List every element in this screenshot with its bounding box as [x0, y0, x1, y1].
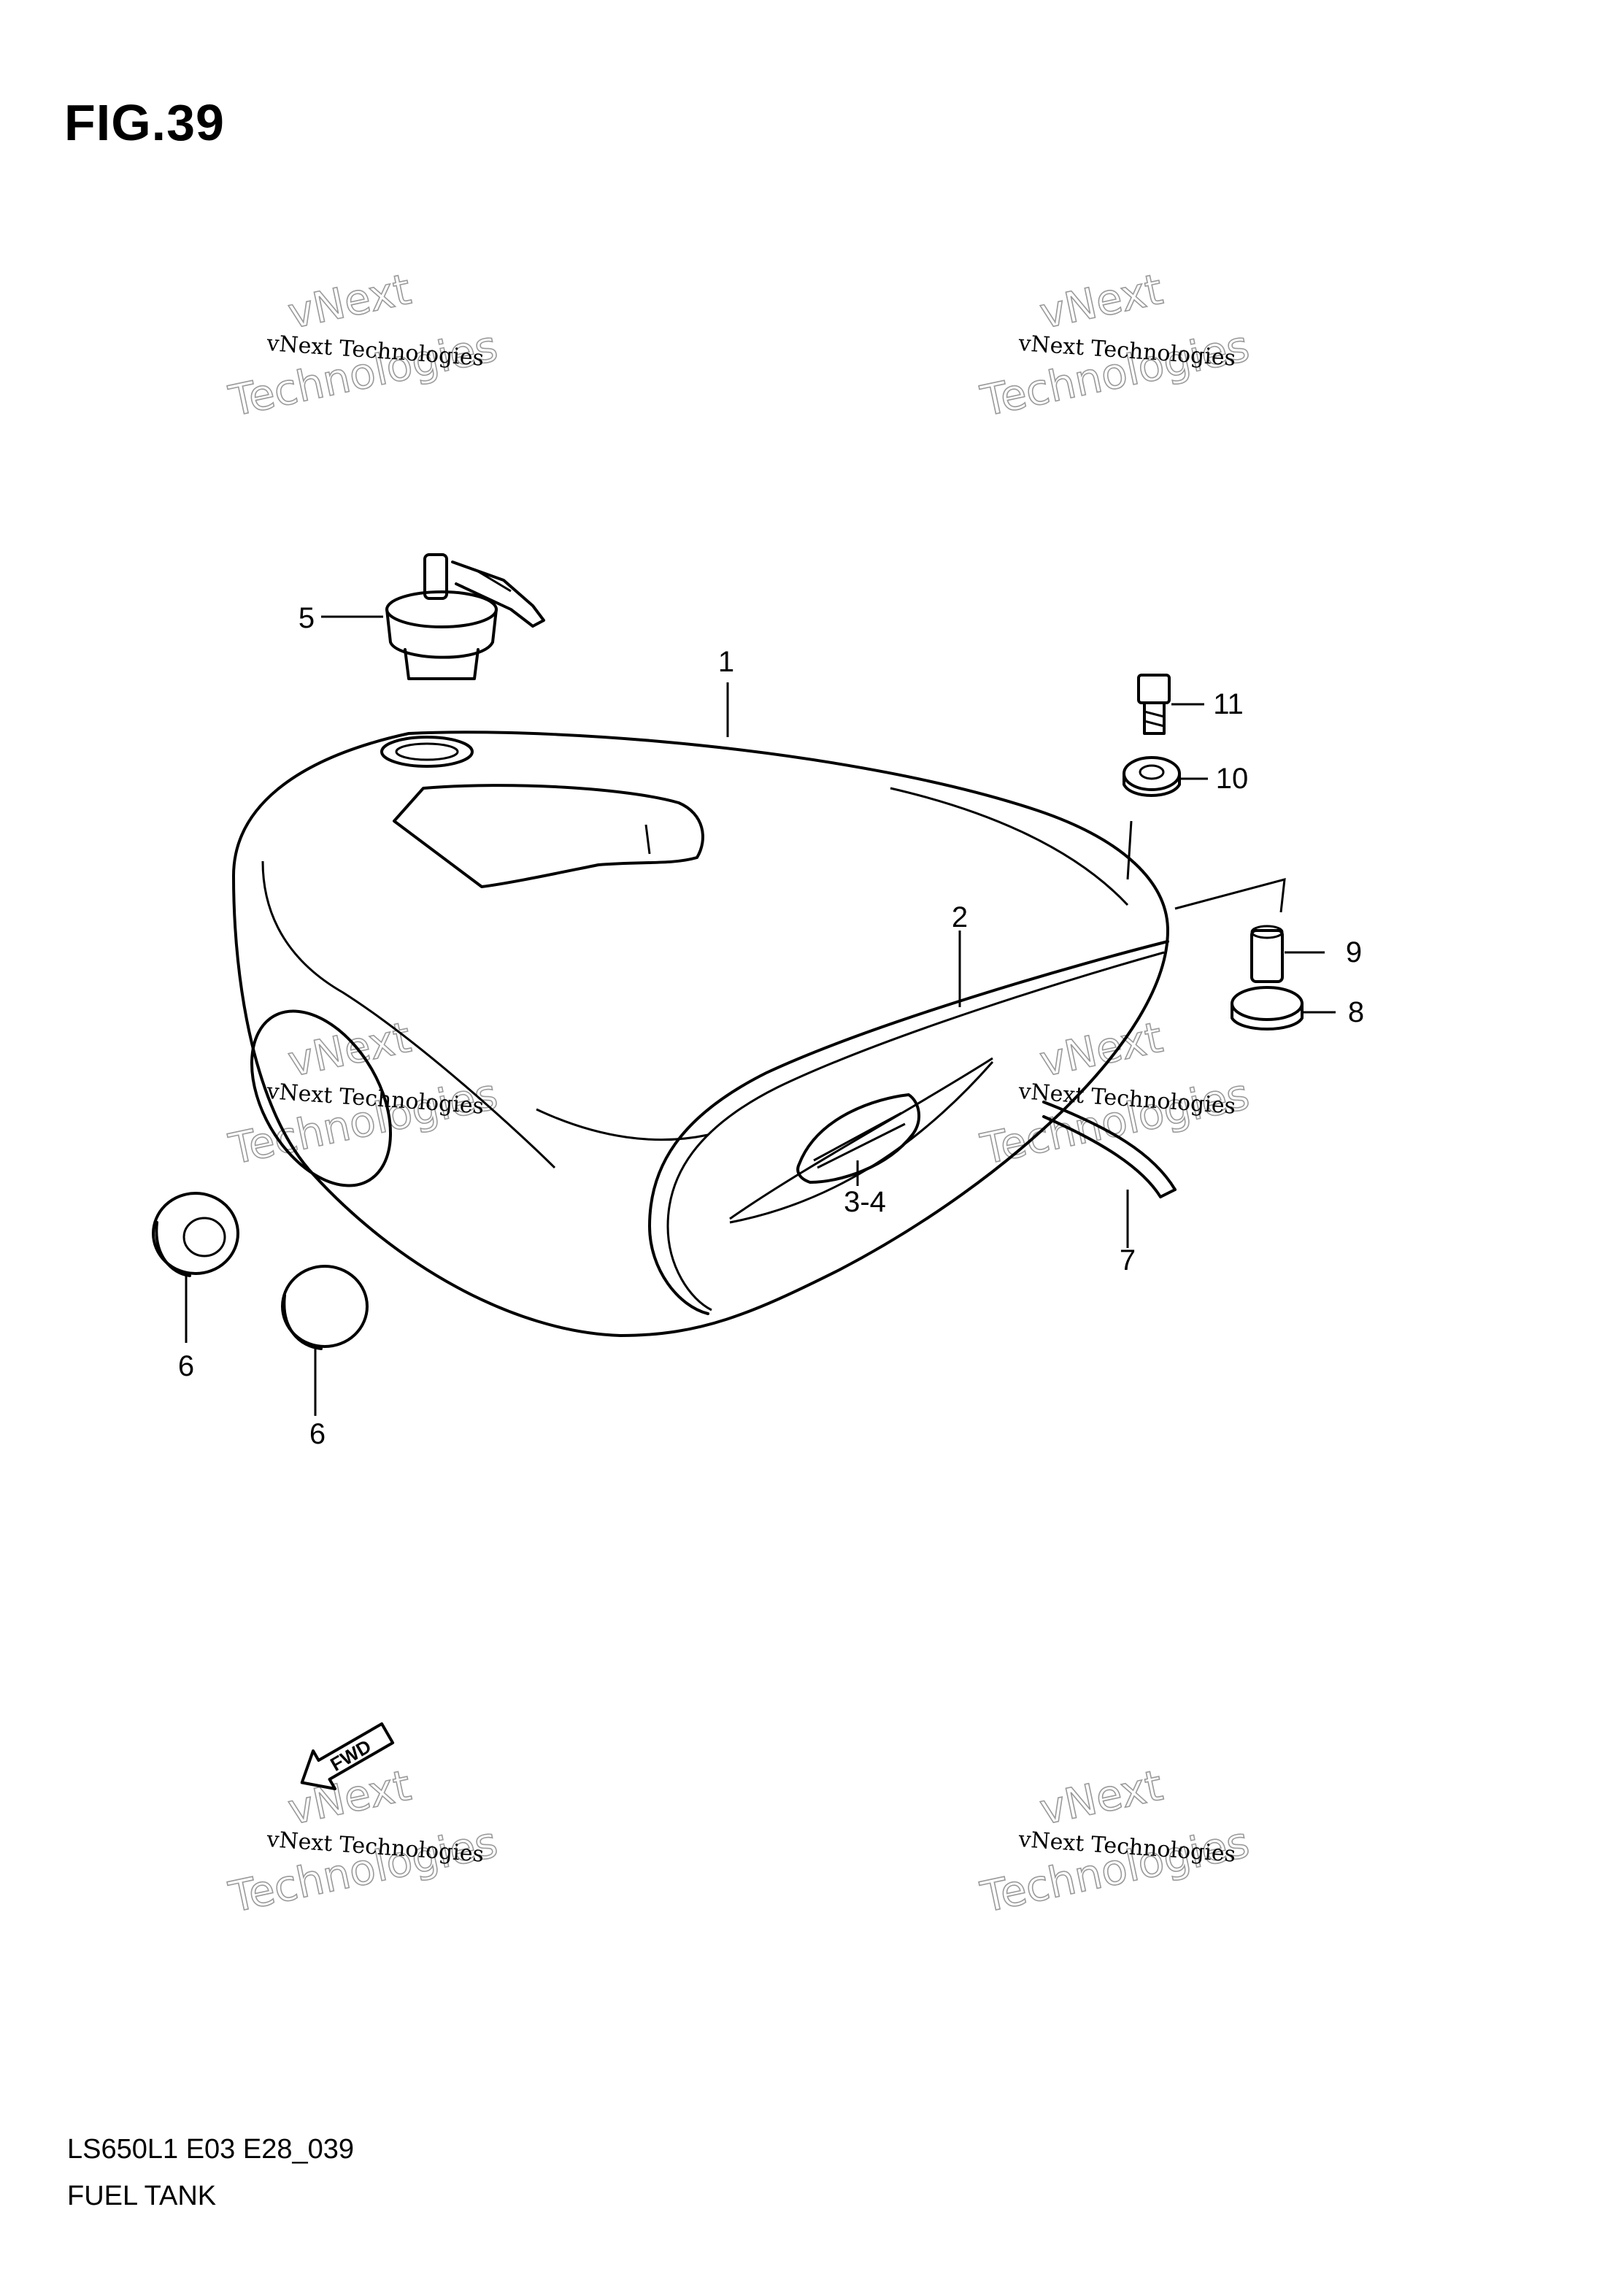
svg-text:vNext: vNext [1036, 1012, 1167, 1087]
callout-8: 8 [1348, 996, 1364, 1028]
side-cap-right [281, 1265, 369, 1350]
cushion [1123, 756, 1181, 797]
svg-text:vNext: vNext [1036, 264, 1167, 339]
callout-6-right: 6 [309, 1418, 326, 1450]
watermark-mid-left: vNext Technologies vNext Technologies [224, 1012, 502, 1175]
hose [1042, 1101, 1177, 1198]
fuel-tank [232, 731, 1169, 1337]
diagram-code: LS650L1 E03 E28_039 [67, 2134, 355, 2165]
callout-7: 7 [1120, 1244, 1136, 1276]
svg-text:vNext: vNext [284, 1760, 415, 1835]
diagram-name: FUEL TANK [67, 2181, 217, 2211]
bolt [1137, 674, 1171, 735]
callout-10: 10 [1216, 763, 1249, 795]
watermark-bottom-right: vNext Technologies vNext Technologies [976, 1760, 1254, 1923]
callout-9: 9 [1346, 936, 1362, 968]
callout-3-4: 3-4 [844, 1186, 886, 1218]
leader-lines [185, 615, 1336, 1416]
watermark-top-left: vNext Technologies vNext Technologies [224, 263, 502, 427]
mount-cushion [1231, 986, 1304, 1030]
fuel-cap [385, 553, 545, 680]
side-cap-left [152, 1192, 239, 1277]
callout-2: 2 [952, 901, 968, 933]
callout-1: 1 [718, 646, 734, 678]
watermark-top-right: vNext Technologies vNext Technologies [976, 263, 1254, 427]
svg-text:vNext: vNext [284, 1012, 415, 1087]
callout-11: 11 [1213, 688, 1244, 720]
svg-text:vNext: vNext [1036, 1760, 1167, 1835]
figure-title: FIG.39 [64, 94, 225, 151]
callout-5: 5 [299, 602, 315, 634]
watermark-bottom-left: vNext Technologies vNext Technologies [224, 1760, 502, 1923]
spacer [1250, 925, 1284, 983]
callout-6-left: 6 [178, 1350, 194, 1382]
svg-text:vNext: vNext [284, 264, 415, 339]
